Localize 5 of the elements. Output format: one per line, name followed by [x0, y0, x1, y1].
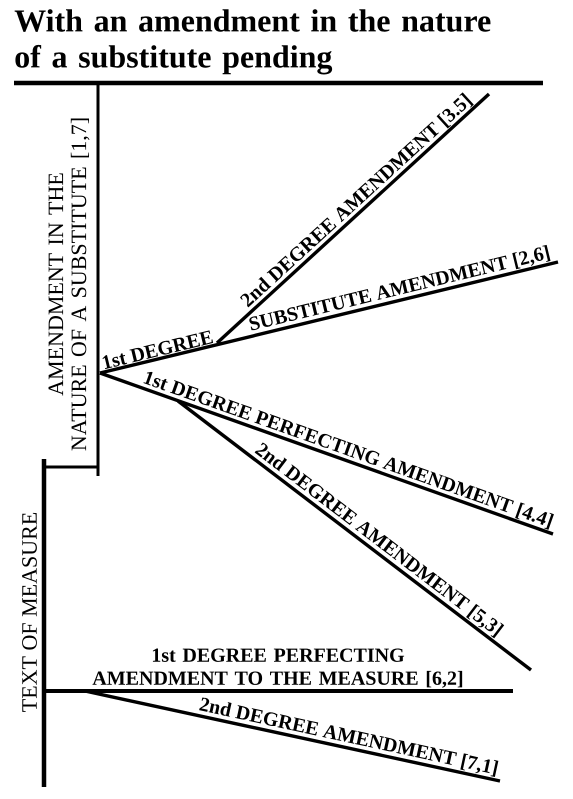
line-label: 1st DEGREE	[102, 330, 214, 370]
vertical-label: AMENDMENT IN THE NATURE OF A SUBSTITUTE [1,7]	[48, 118, 90, 450]
title: With an amendment in the nature of a substitute pending	[14, 9, 490, 74]
line-label: 1st DEGREE PERFECTING AMENDMENT TO THE MEASURE [6,2]	[92, 648, 462, 688]
vertical-label: TEXT OF MEASURE	[22, 512, 37, 712]
